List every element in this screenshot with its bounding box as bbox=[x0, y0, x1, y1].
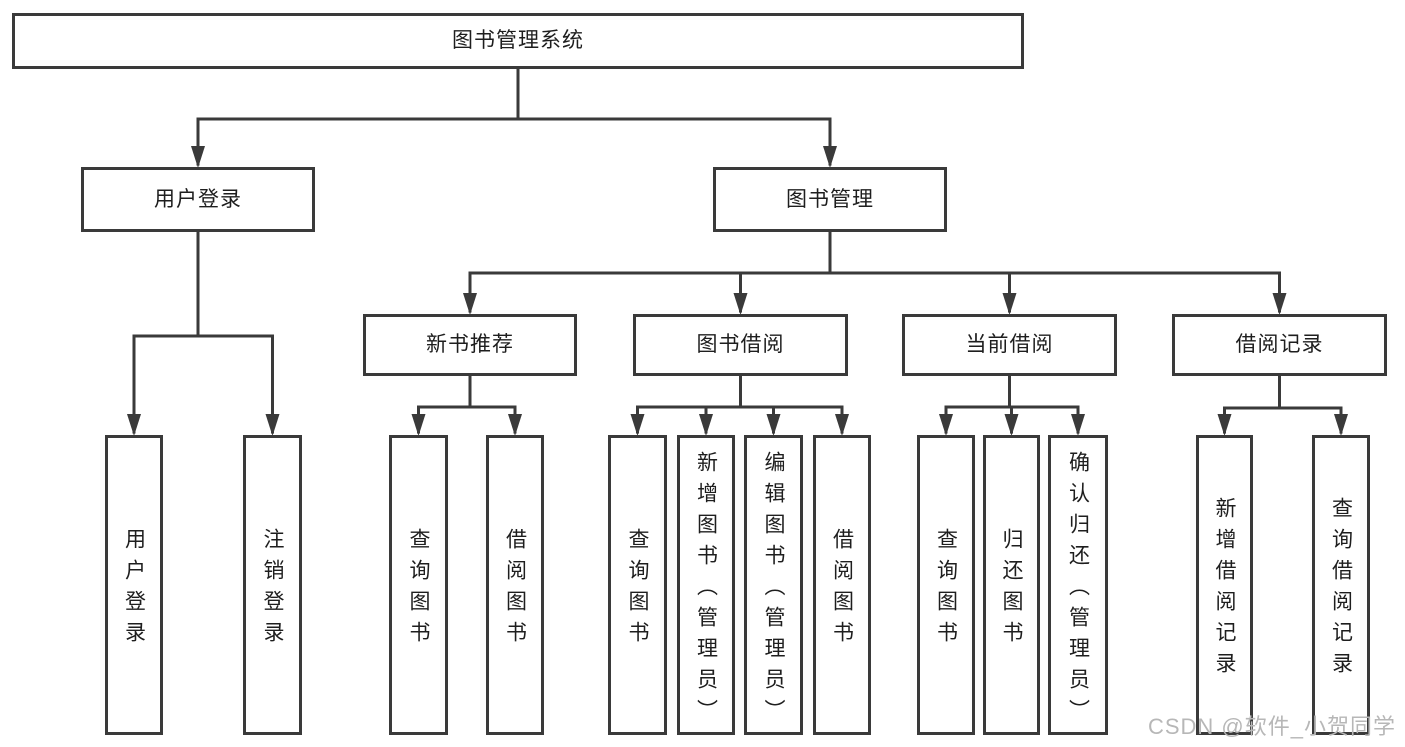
arrowhead-leaf-edit-book bbox=[766, 414, 781, 436]
arrowhead-leaf-query-book-1 bbox=[411, 414, 426, 436]
arrowhead-leaf-return-book bbox=[1004, 414, 1019, 436]
node-user-login: 用户登录 bbox=[81, 167, 315, 232]
arrowhead-leaf-add-record bbox=[1217, 414, 1232, 436]
node-leaf-add-record: 新增借阅记录 bbox=[1196, 435, 1253, 735]
watermark-text: CSDN @软件_小贺同学 bbox=[1147, 714, 1396, 739]
node-leaf-return-book: 归还图书 bbox=[983, 435, 1040, 735]
node-leaf-borrow-book-1: 借阅图书 bbox=[486, 435, 544, 735]
node-leaf-query-record: 查询借阅记录 bbox=[1312, 435, 1370, 735]
node-borrow-record: 借阅记录 bbox=[1172, 314, 1387, 376]
arrowhead-leaf-logout bbox=[265, 414, 280, 436]
arrowhead-leaf-query-record bbox=[1334, 414, 1348, 436]
node-leaf-query-book-2: 查询图书 bbox=[608, 435, 667, 735]
node-leaf-edit-book: 编辑图书（管理员） bbox=[744, 435, 803, 735]
arrowhead-leaf-add-book bbox=[699, 414, 713, 436]
node-leaf-user-login: 用户登录 bbox=[105, 435, 163, 735]
node-leaf-logout: 注销登录 bbox=[243, 435, 302, 735]
arrowhead-leaf-confirm-return bbox=[1071, 414, 1085, 436]
node-book-mgmt: 图书管理 bbox=[713, 167, 947, 232]
node-leaf-borrow-book-2: 借阅图书 bbox=[813, 435, 871, 735]
node-book-borrow: 图书借阅 bbox=[633, 314, 848, 376]
arrowhead-book-borrow bbox=[733, 293, 748, 315]
node-root: 图书管理系统 bbox=[12, 13, 1024, 69]
arrowhead-current-borrow bbox=[1002, 293, 1017, 315]
node-new-book-rec: 新书推荐 bbox=[363, 314, 577, 376]
arrowhead-new-book-rec bbox=[463, 293, 477, 315]
arrowhead-leaf-user-login bbox=[127, 414, 141, 436]
node-current-borrow: 当前借阅 bbox=[902, 314, 1117, 376]
arrowhead-user-login bbox=[191, 146, 205, 168]
arrowhead-leaf-query-book-2 bbox=[630, 414, 645, 436]
node-leaf-query-book-1: 查询图书 bbox=[389, 435, 448, 735]
node-leaf-query-book-3: 查询图书 bbox=[917, 435, 975, 735]
arrowhead-leaf-borrow-book-1 bbox=[508, 414, 522, 436]
arrowhead-leaf-query-book-3 bbox=[939, 414, 953, 436]
arrowhead-book-mgmt bbox=[823, 146, 837, 168]
arrowhead-leaf-borrow-book-2 bbox=[835, 414, 849, 436]
node-leaf-confirm-return: 确认归还（管理员） bbox=[1048, 435, 1108, 735]
arrowhead-borrow-record bbox=[1272, 293, 1287, 315]
node-leaf-add-book: 新增图书（管理员） bbox=[677, 435, 735, 735]
